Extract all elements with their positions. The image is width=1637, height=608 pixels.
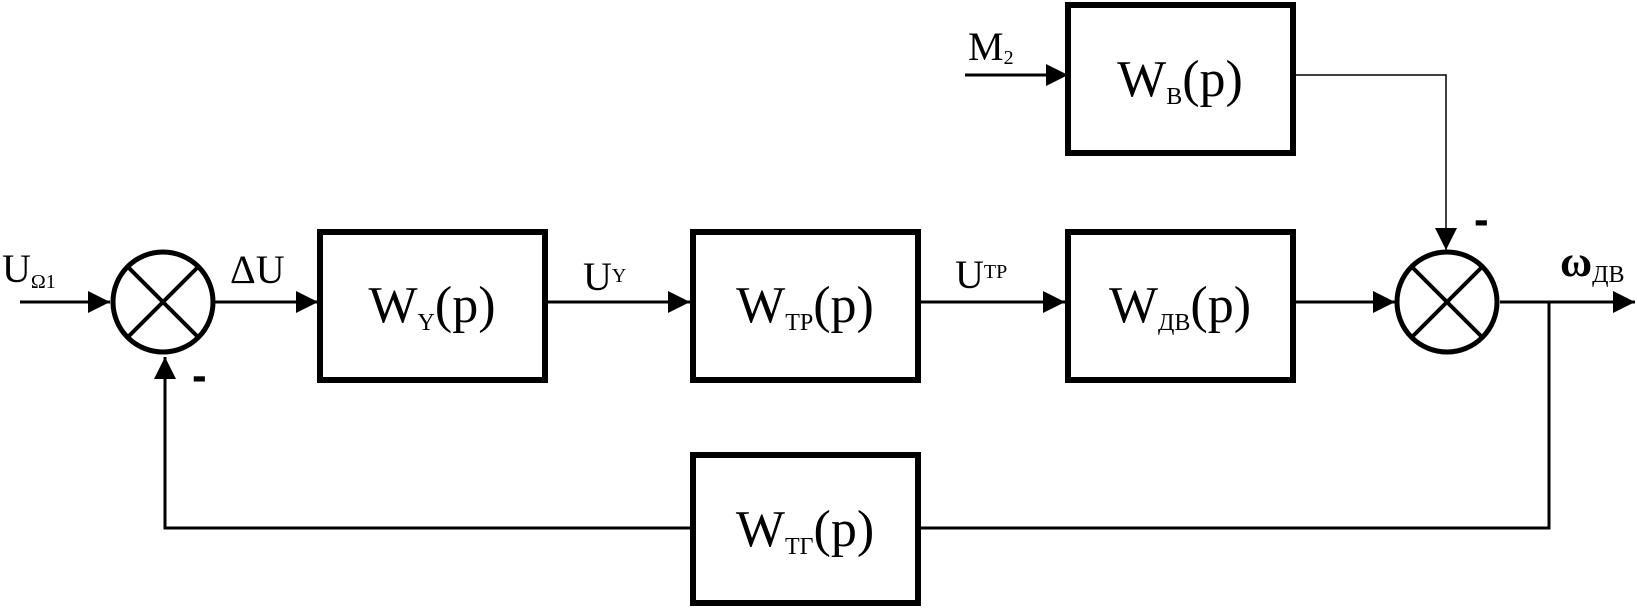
block-converter: WТР(p) <box>690 229 921 383</box>
signal-regulator-out-label: UY <box>583 254 626 299</box>
signal-output-label: ωДВ <box>1560 237 1625 288</box>
wire-load-out <box>1294 74 1457 250</box>
signal-input-label: UΩ1 <box>2 246 56 293</box>
block-tachogenerator-label: WТГ(p) <box>736 501 874 560</box>
summing-junction-2 <box>1394 249 1500 355</box>
wire-feedback <box>154 357 690 530</box>
block-converter-label: WТР(p) <box>736 277 874 336</box>
disturbance-minus-sign: - <box>1474 195 1489 244</box>
block-load-label: WВ(p) <box>1117 51 1243 110</box>
block-tachogenerator: WТГ(p) <box>690 452 921 606</box>
signal-wires <box>20 64 1635 530</box>
wire-feedback-return <box>918 302 1551 530</box>
block-load: WВ(p) <box>1065 2 1296 156</box>
block-regulator-label: WY(p) <box>368 277 495 336</box>
feedback-minus-sign: - <box>192 351 207 400</box>
signal-disturbance-label: M2 <box>968 24 1014 69</box>
signal-error-label: ΔU <box>230 247 285 292</box>
block-motor-label: WДВ(p) <box>1109 277 1251 336</box>
block-regulator: WY(p) <box>317 229 548 383</box>
summing-junction-1 <box>110 249 216 355</box>
signal-converter-out-label: UТР <box>955 252 1007 297</box>
block-motor: WДВ(p) <box>1065 229 1296 383</box>
